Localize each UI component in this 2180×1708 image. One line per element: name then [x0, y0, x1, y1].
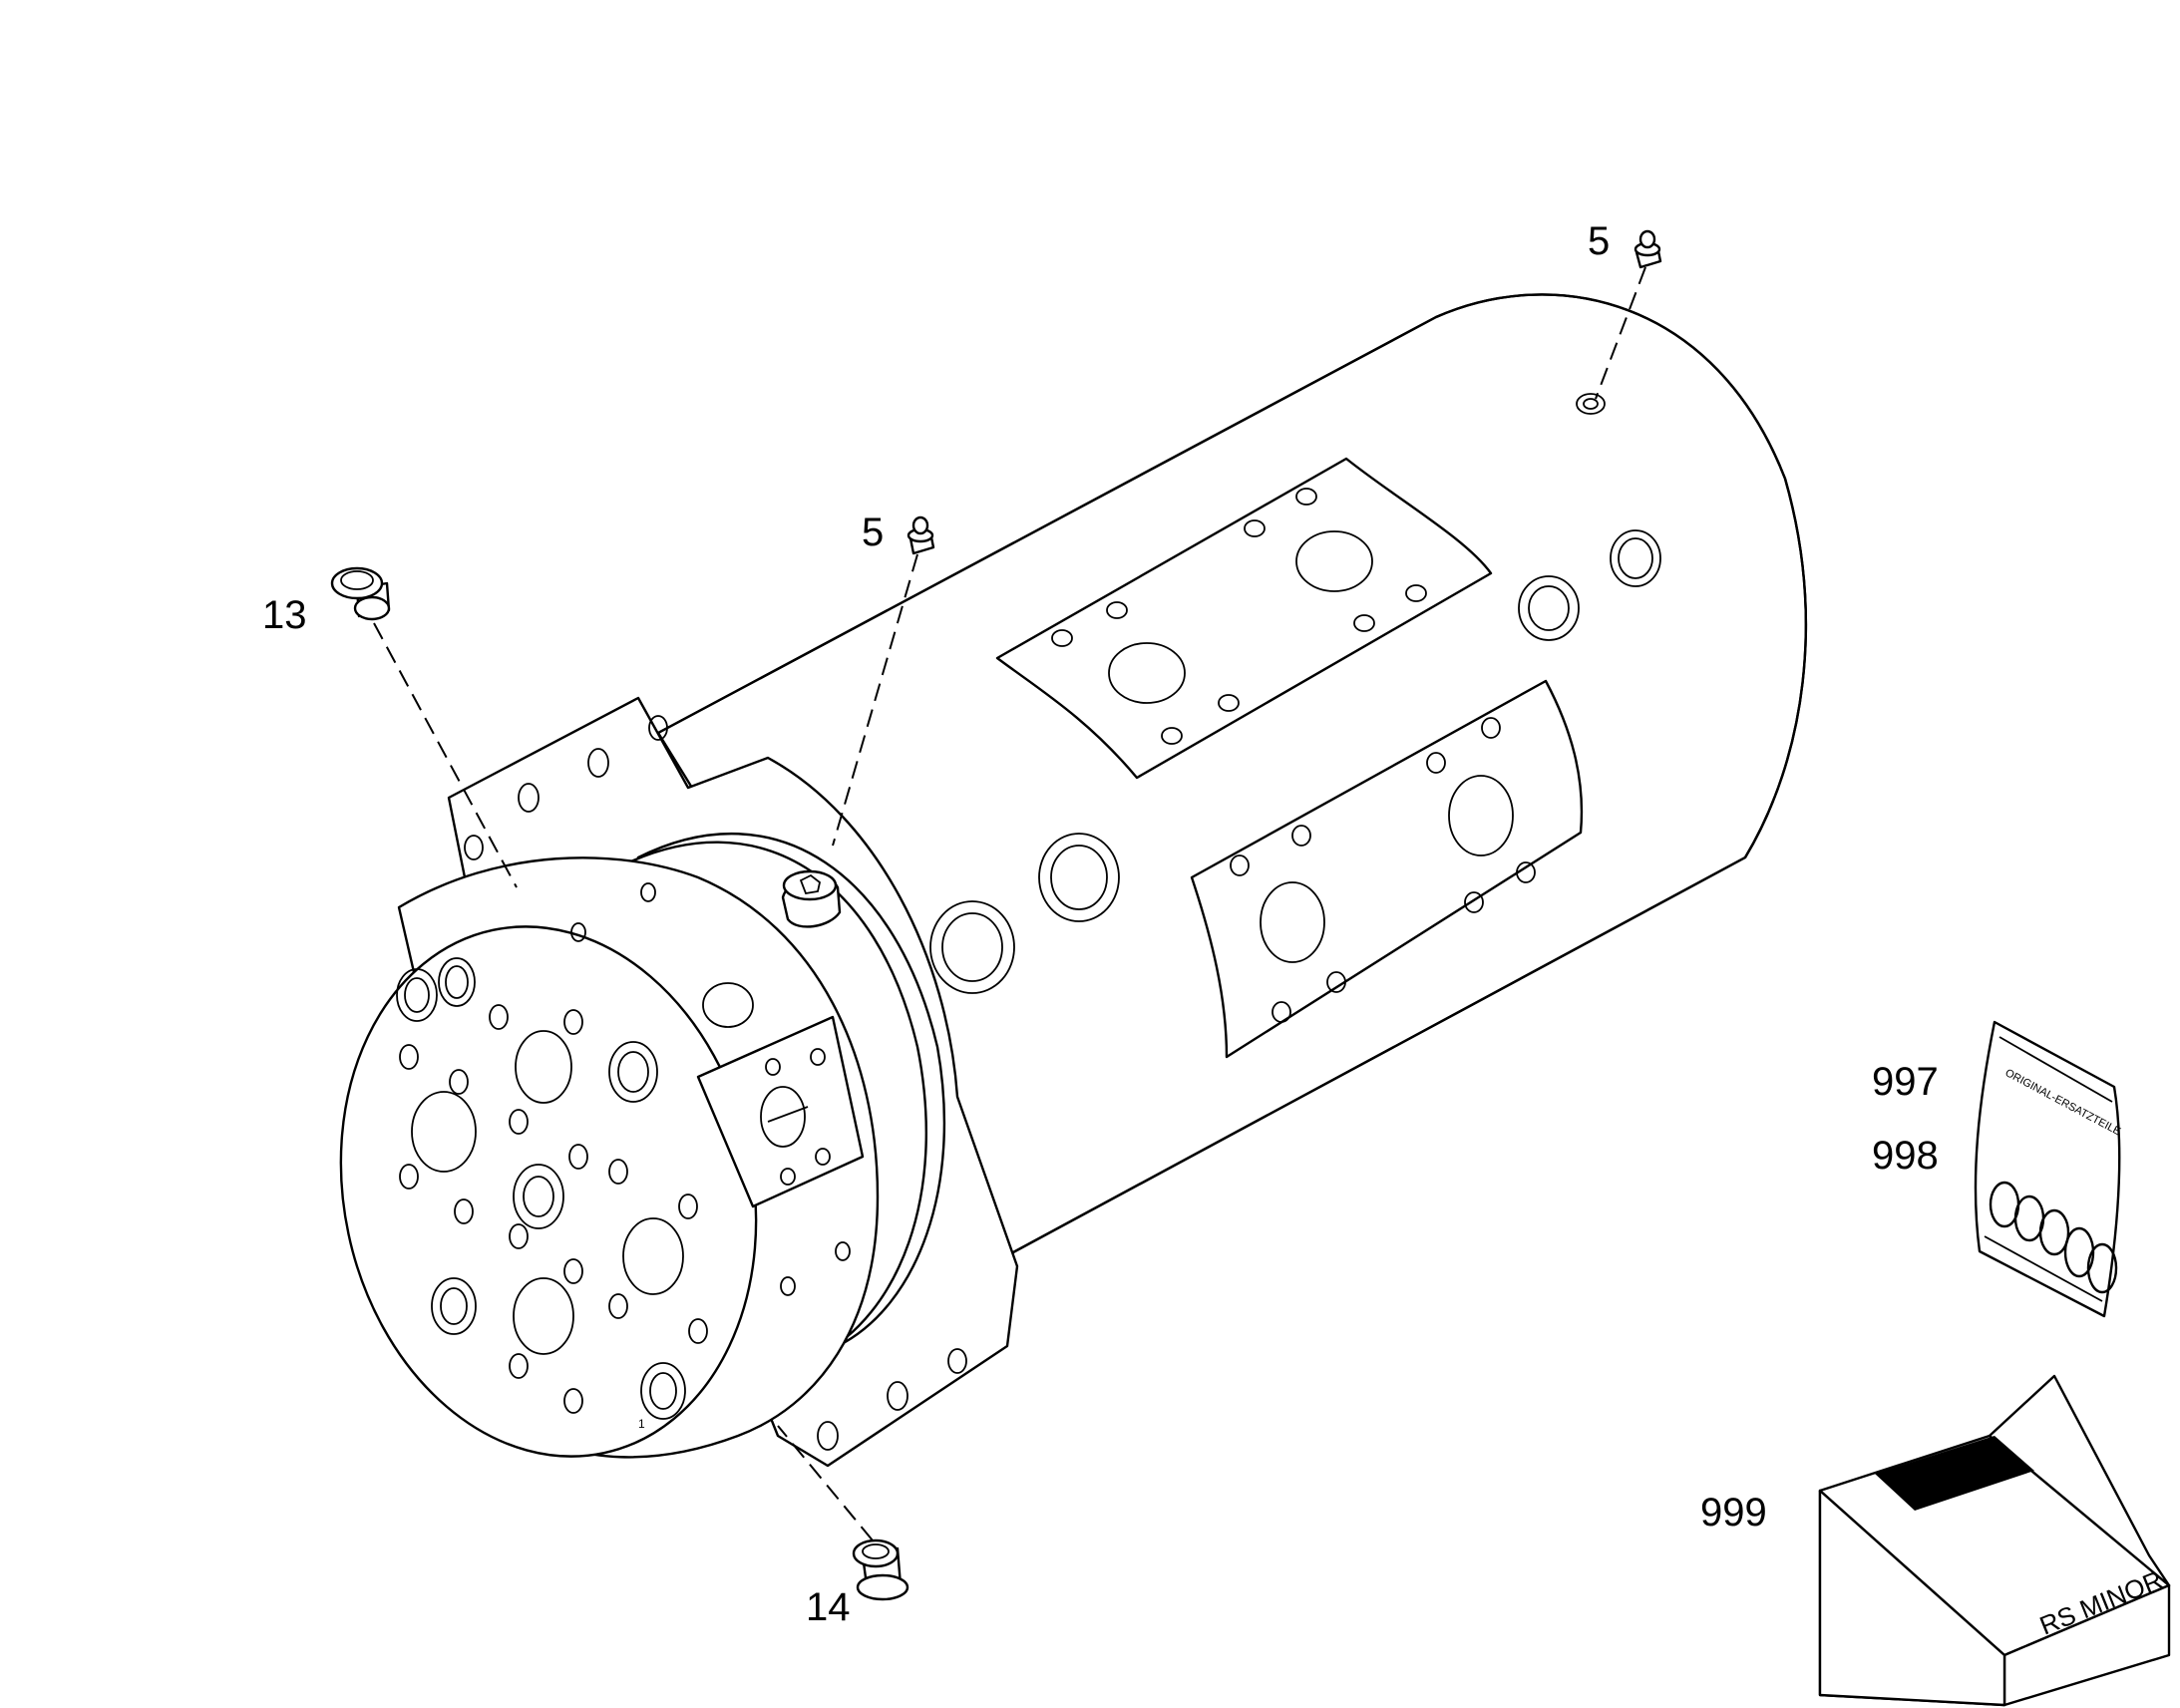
port-window-upper: [995, 457, 1493, 780]
face-mark: 1: [638, 1417, 645, 1431]
grease-nipple-top: [1634, 229, 1662, 269]
leader-14: [777, 1425, 874, 1541]
callout-998: 998: [1872, 1134, 1939, 1178]
parts-box: RS MINOR: [1818, 1374, 2171, 1707]
seal-kit-bag: ORIGINAL-ERSATZTEILE: [1974, 1020, 2122, 1318]
callout-997: 997: [1872, 1060, 1939, 1104]
leader-13: [373, 622, 518, 888]
front-face-block: 1: [339, 856, 880, 1459]
grease-nipple-mid: [907, 515, 935, 555]
callout-5-mid: 5: [862, 511, 884, 554]
callout-14: 14: [806, 1585, 851, 1629]
callout-13: 13: [262, 593, 307, 637]
port-window-lower: [1190, 679, 1584, 1059]
leader-5-top: [1595, 266, 1646, 400]
socket-screw: [781, 869, 842, 928]
callout-999: 999: [1700, 1491, 1767, 1535]
plug-14: [852, 1538, 909, 1601]
side-ports: [816, 393, 1661, 994]
leader-5-mid: [832, 553, 918, 847]
callout-5-top: 5: [1588, 219, 1610, 263]
plug-13: [330, 566, 391, 621]
